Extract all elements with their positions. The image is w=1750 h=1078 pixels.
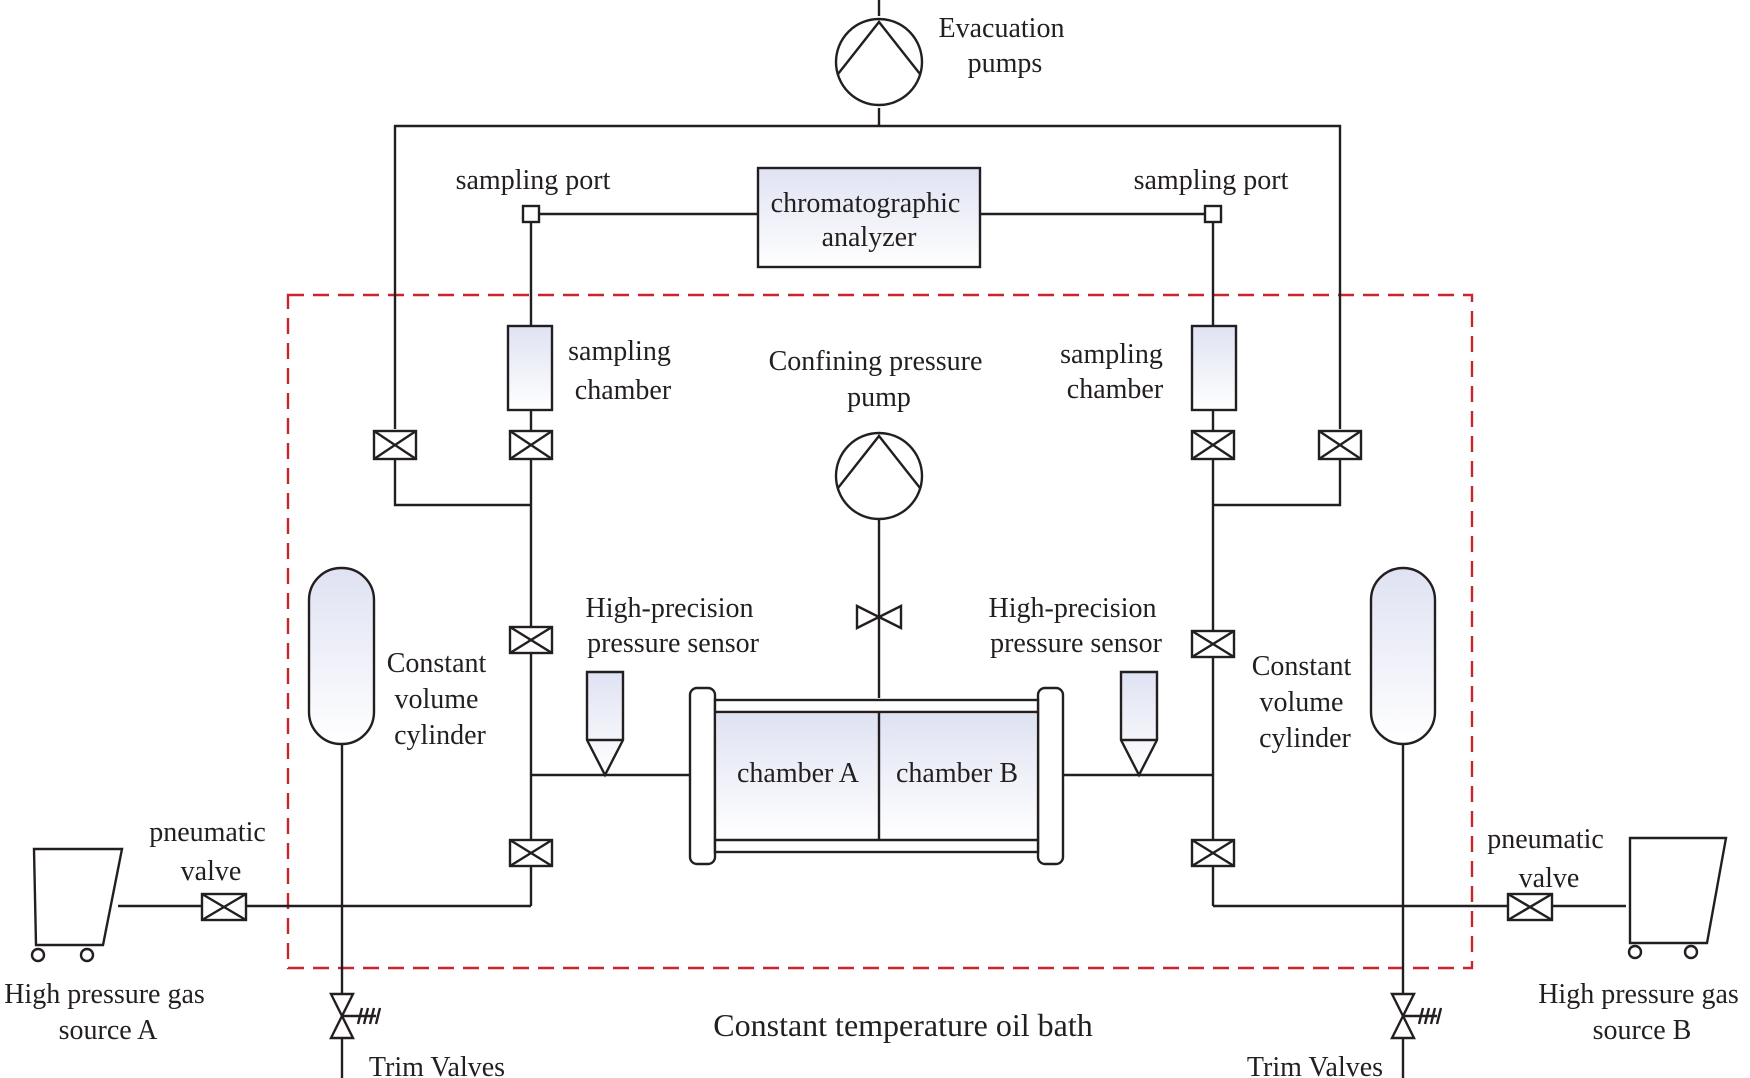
sampling-port-right-icon: [1203, 204, 1223, 224]
needle-valve-icon: [855, 604, 903, 630]
valve-icon: [508, 625, 554, 655]
sampling-chamber-left-label: sampling chamber: [568, 336, 678, 406]
sampling-port-right-label: sampling port: [1134, 165, 1289, 196]
pneumatic-valve-left-label: pneumatic valve: [149, 817, 273, 887]
sampling-port-left-label: sampling port: [456, 165, 611, 196]
valve-icon: [1190, 629, 1236, 659]
sampling-chamber-right: [1190, 324, 1238, 412]
pressure-sensor-right-icon: [1119, 670, 1159, 778]
pipelines: [118, 0, 1626, 1078]
valve-icon: [1317, 429, 1363, 461]
oil-bath-label: Constant temperature oil bath: [713, 1007, 1092, 1043]
chromatographic-analyzer-label: chromatographic analyzer: [771, 188, 968, 253]
core-holder: [688, 686, 1065, 866]
gas-source-b-icon: [1627, 836, 1728, 960]
sampling-port-left-icon: [521, 204, 541, 224]
confining-pressure-pump-icon: [834, 431, 924, 521]
pressure-sensor-left-label: High-precision pressure sensor: [586, 593, 761, 659]
pneumatic-valve-right-label: pneumatic valve: [1487, 824, 1611, 894]
valve-icon: [1190, 429, 1236, 461]
pneumatic-valve-right-icon: [1506, 892, 1554, 922]
oil-bath-border: [286, 293, 1474, 970]
chamber-a-label: chamber A: [737, 758, 860, 789]
valve-icon: [508, 429, 554, 461]
constant-volume-cylinder-right: [1369, 566, 1437, 746]
chamber-b-label: chamber B: [896, 758, 1018, 789]
constant-volume-cylinder-right-label: Constant volume cylinder: [1252, 651, 1359, 754]
valve-icon: [1190, 838, 1236, 868]
constant-volume-cylinder-left: [307, 566, 376, 746]
sampling-chamber-left: [506, 324, 554, 412]
gas-source-a-icon: [30, 847, 124, 963]
valve-icon: [508, 838, 554, 868]
sampling-chamber-right-label: sampling chamber: [1060, 339, 1170, 405]
confining-pressure-pump-label: Confining pressure pump: [769, 346, 990, 413]
trim-valves-right-label: Trim Valves: [1247, 1052, 1383, 1078]
gas-source-b-label: High pressure gas source B: [1538, 979, 1746, 1046]
pneumatic-valve-left-icon: [200, 892, 248, 922]
chromatographic-analyzer-box: [756, 166, 982, 269]
gas-source-a-label: High pressure gas source A: [4, 979, 212, 1046]
pressure-sensor-right-label: High-precision pressure sensor: [989, 593, 1164, 659]
pressure-sensor-left-icon: [585, 670, 625, 778]
valve-icon: [372, 429, 418, 461]
trim-valve-left-icon: [329, 992, 382, 1040]
trim-valve-right-icon: [1390, 992, 1443, 1040]
evacuation-pump-icon: [834, 17, 924, 107]
evacuation-pumps-label: Evacuation pumps: [939, 13, 1072, 79]
trim-valves-left-label: Trim Valves: [369, 1052, 505, 1078]
constant-volume-cylinder-left-label: Constant volume cylinder: [387, 648, 494, 751]
